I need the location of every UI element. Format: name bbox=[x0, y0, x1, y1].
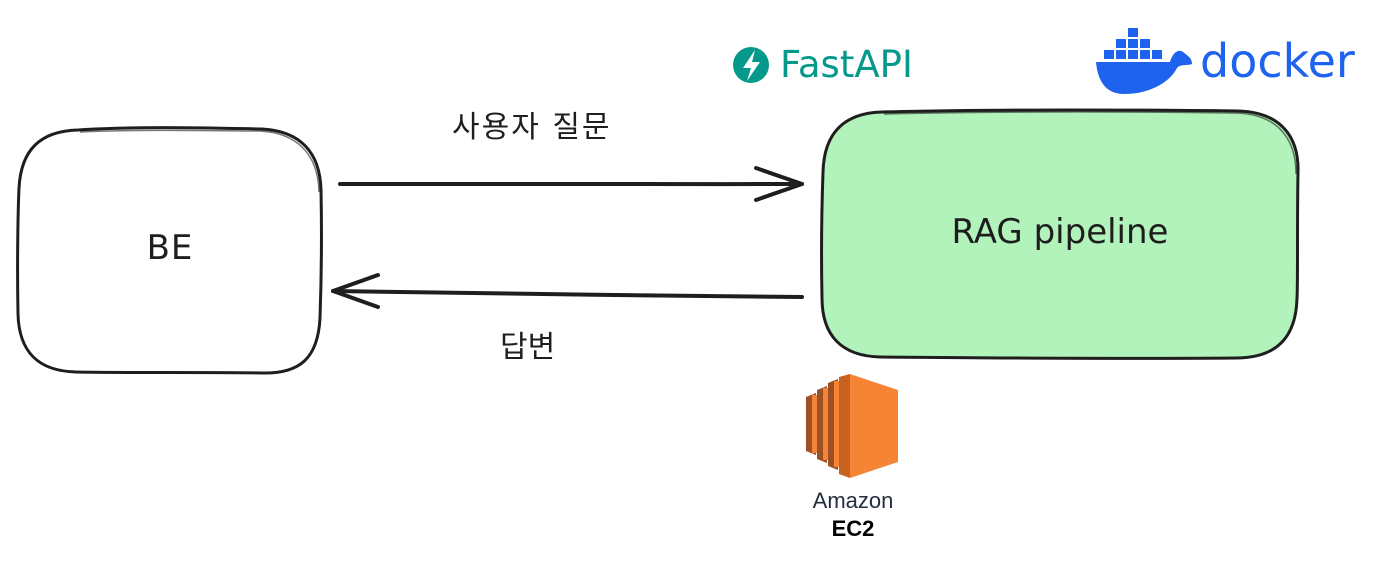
be-label: BE bbox=[146, 228, 194, 268]
ec2-label-line2: EC2 bbox=[831, 516, 875, 541]
rag-pipeline-label: RAG pipeline bbox=[951, 212, 1169, 252]
answer-arrow bbox=[331, 273, 804, 309]
fastapi-bolt-icon bbox=[733, 47, 769, 83]
docker-whale-icon bbox=[1096, 28, 1192, 94]
ec2-label-line1: Amazon bbox=[812, 488, 894, 513]
fastapi-logo-text: FastAPI bbox=[780, 43, 913, 86]
answer-edge-label: 답변 bbox=[500, 330, 556, 365]
aws-ec2-icon bbox=[806, 374, 898, 478]
docker-logo-text: docker bbox=[1200, 34, 1355, 88]
question-edge-label: 사용자 질문 bbox=[452, 110, 612, 145]
question-arrow bbox=[338, 166, 804, 202]
rag-pipeline-box[interactable] bbox=[820, 108, 1300, 360]
be-box[interactable] bbox=[16, 126, 323, 375]
